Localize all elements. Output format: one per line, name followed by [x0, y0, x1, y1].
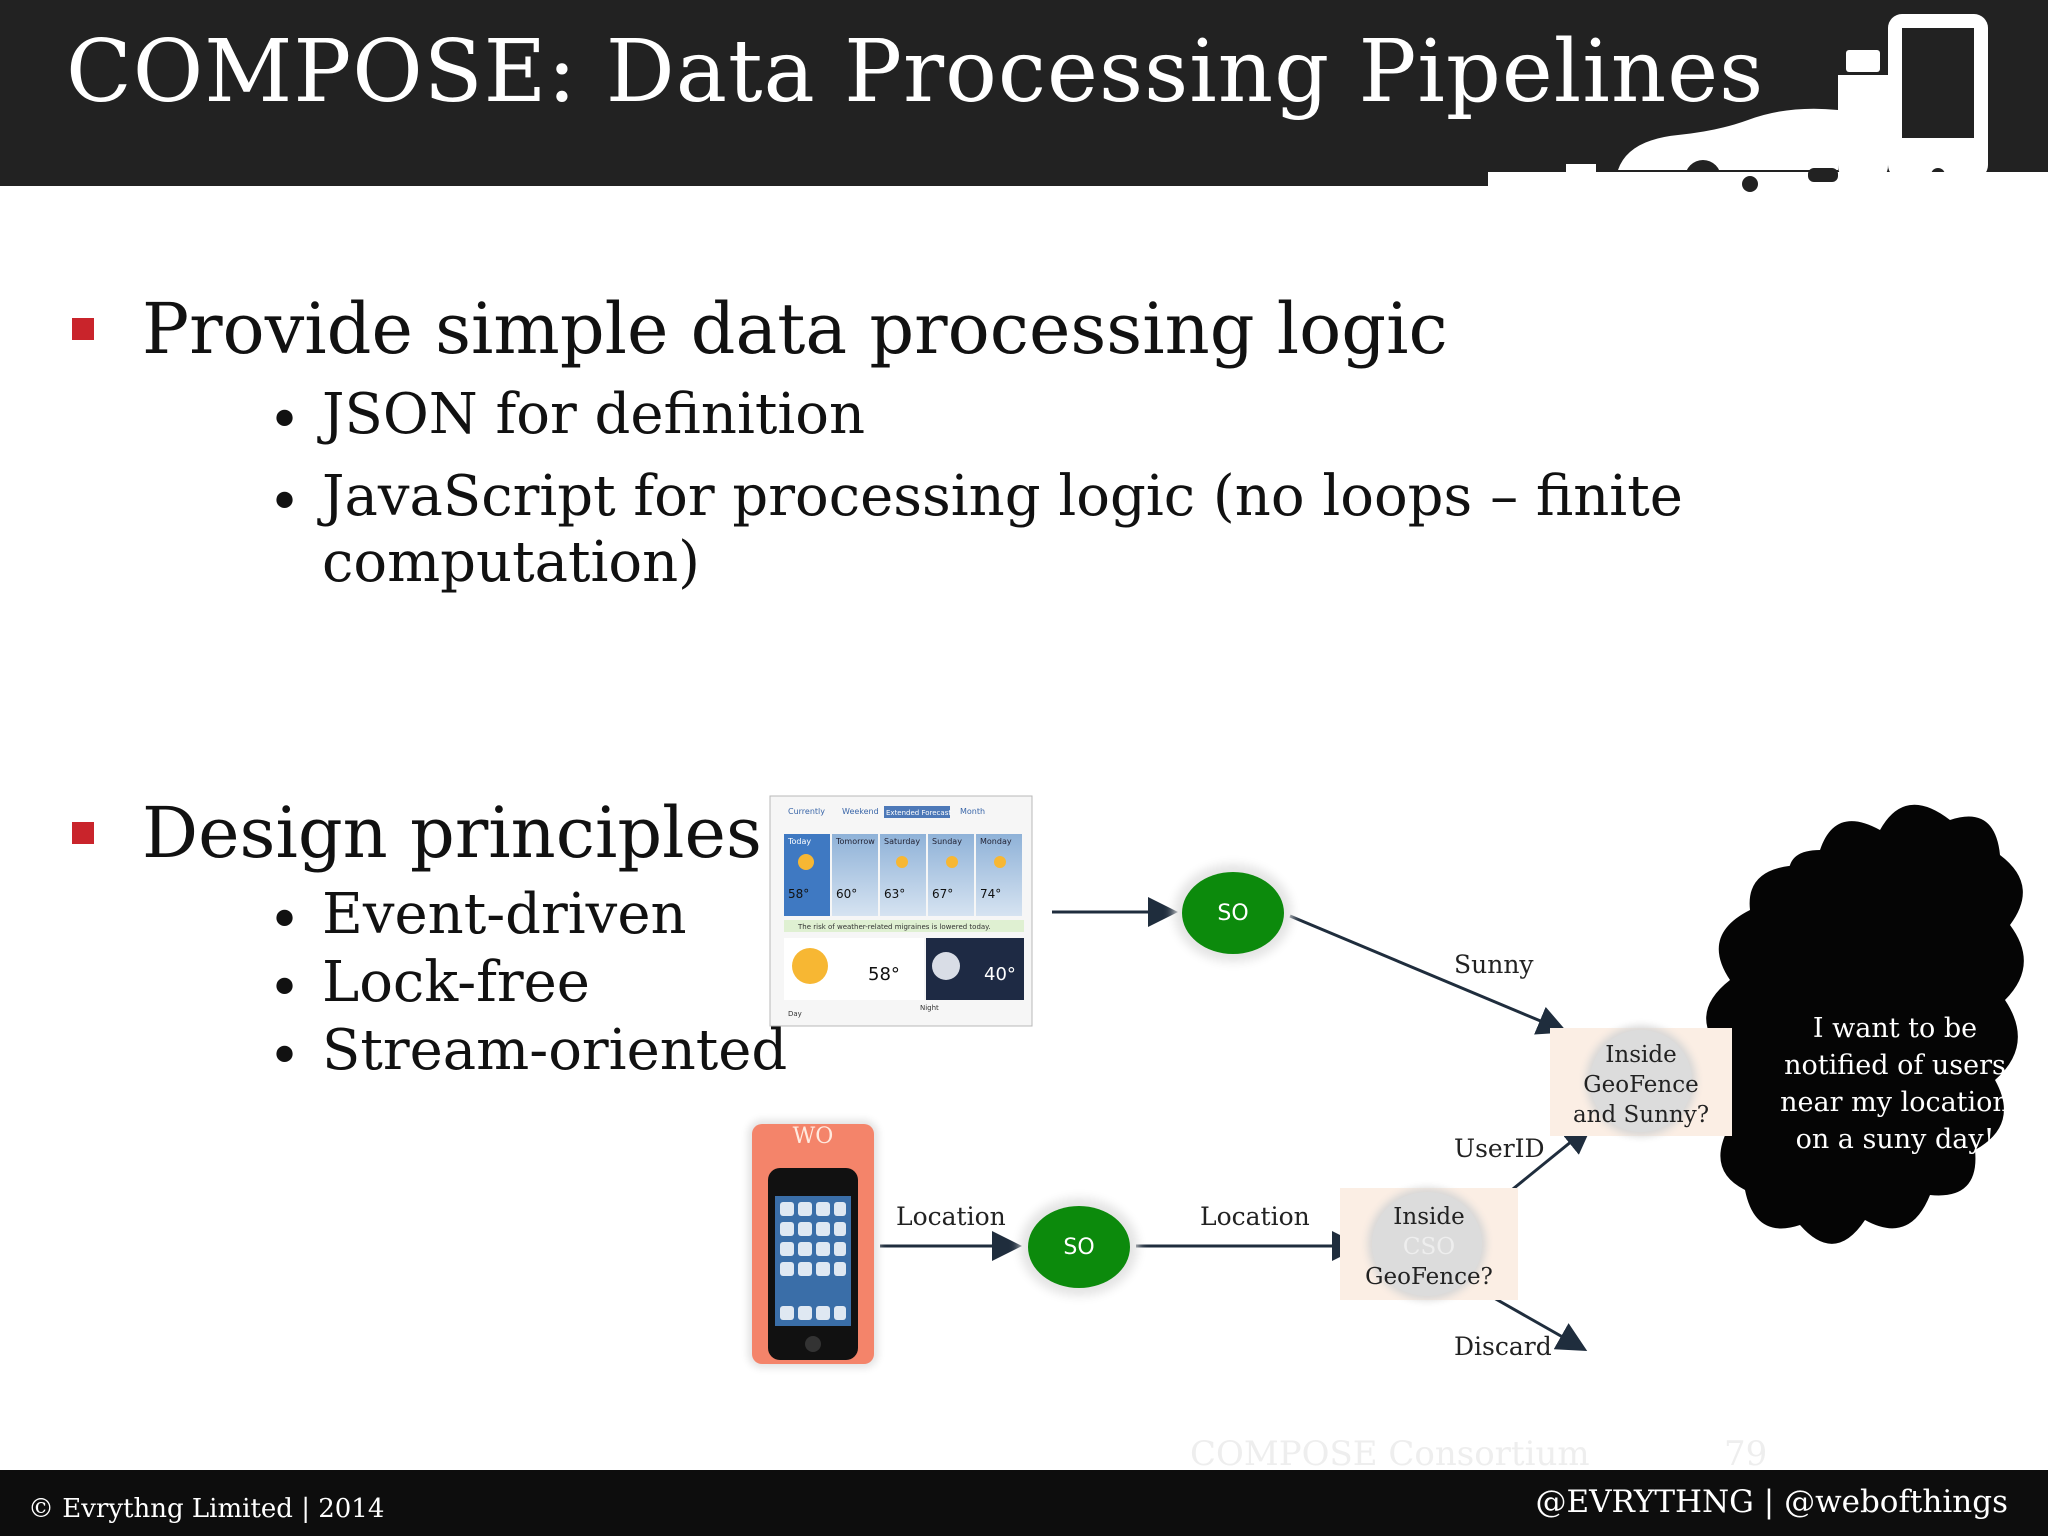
- weather-day: Today: [787, 837, 811, 846]
- sub-bullet-dot: •: [268, 956, 302, 1021]
- weather-temp: 63°: [884, 887, 905, 901]
- cloud-line: near my location: [1780, 1087, 2010, 1118]
- weather-temp: 67°: [932, 887, 953, 901]
- sub-bullet-dot: •: [268, 1024, 302, 1089]
- bullet-square: [72, 822, 94, 844]
- sub-bullet-javascript-cont: computation): [322, 530, 701, 595]
- cloud-thought-text: I want to be notified of users near my l…: [1770, 1010, 2020, 1158]
- weather-period: Night: [920, 1004, 939, 1012]
- weather-tab-label: Currently: [788, 807, 825, 816]
- bullet-heading-processing: Provide simple data processing logic: [142, 288, 1448, 370]
- weather-temp: 74°: [980, 887, 1001, 901]
- geofence-label: Inside CSO GeoFence?: [1340, 1202, 1518, 1292]
- footer-copyright: © Evrythng Limited | 2014: [28, 1494, 385, 1524]
- wo-label: WO: [792, 1124, 834, 1149]
- geofence-node: [1372, 1192, 1482, 1296]
- cloud-line: I want to be: [1812, 1013, 1978, 1044]
- cloud-shape: [1706, 804, 2024, 1244]
- cloud-line: on a suny day!: [1795, 1124, 1995, 1155]
- smartphone-icon: [768, 1168, 858, 1360]
- cloud-line: notified of users: [1784, 1050, 2006, 1081]
- sub-bullet-javascript: JavaScript for processing logic (no loop…: [322, 464, 1683, 529]
- weather-day: Tomorrow: [835, 837, 875, 846]
- faint-consortium-text: COMPOSE Consortium: [1190, 1434, 1590, 1474]
- weather-big-temp: 58°: [868, 964, 900, 985]
- sub-bullet-dot: •: [268, 388, 302, 453]
- edge-label-location-1: Location: [896, 1202, 1006, 1231]
- so-node-bottom: SO: [1028, 1206, 1130, 1288]
- weather-tab-label: Weekend: [842, 807, 879, 816]
- weather-forecast-image: Currently Weekend Extended Forecast Mont…: [769, 795, 1033, 1027]
- devices-illustration: [1488, 14, 2048, 200]
- weather-day: Sunday: [932, 837, 962, 846]
- sub-bullet-dot: •: [268, 888, 302, 953]
- weather-temp: 58°: [788, 887, 809, 901]
- weather-period: Day: [788, 1010, 802, 1018]
- weather-big-temp: 40°: [984, 964, 1016, 985]
- weather-tab-label: Extended Forecast: [886, 809, 951, 817]
- sub-bullet-stream-oriented: Stream-oriented: [322, 1018, 788, 1083]
- geofence-line: GeoFence?: [1365, 1264, 1493, 1290]
- edge-label-location-2: Location: [1200, 1202, 1310, 1231]
- bullet-heading-design: Design principles: [142, 792, 762, 874]
- edge-sunny: [1289, 914, 1568, 1035]
- weather-tab-label: Month: [960, 807, 985, 816]
- so-node-top: SO: [1182, 872, 1284, 954]
- footer-handles: @EVRYTHNG | @webofthings: [1535, 1484, 2008, 1520]
- slide-footer: [0, 1470, 2048, 1536]
- sub-bullet-event-driven: Event-driven: [322, 882, 687, 947]
- geofence-cso-line: CSO: [1402, 1234, 1456, 1260]
- geofence-sunny-line: GeoFence: [1583, 1072, 1699, 1098]
- geofence-line: Inside: [1393, 1204, 1465, 1230]
- geofence-sunny-line: and Sunny?: [1572, 1102, 1710, 1128]
- edge-discard: [1493, 1296, 1588, 1351]
- weather-temp: 60°: [836, 887, 857, 901]
- edge-label-discard: Discard: [1454, 1332, 1552, 1361]
- geofence-sunny-node: [1590, 1030, 1692, 1132]
- sub-bullet-dot: •: [268, 470, 302, 535]
- sub-bullet-lock-free: Lock-free: [322, 950, 590, 1015]
- geofence-sunny-line: Inside: [1605, 1042, 1677, 1068]
- weather-day: Saturday: [884, 837, 920, 846]
- bullet-square: [72, 318, 94, 340]
- weather-alert: The risk of weather-related migraines is…: [797, 923, 991, 931]
- edge-label-userid: UserID: [1454, 1134, 1545, 1163]
- slide-title: COMPOSE: Data Processing Pipelines: [66, 22, 1765, 122]
- weather-day: Monday: [980, 837, 1012, 846]
- faint-slide-number: 79: [1724, 1434, 1768, 1474]
- edge-label-sunny: Sunny: [1454, 950, 1534, 979]
- sub-bullet-json: JSON for definition: [322, 382, 866, 447]
- geofence-sunny-label: Inside GeoFence and Sunny?: [1550, 1040, 1732, 1130]
